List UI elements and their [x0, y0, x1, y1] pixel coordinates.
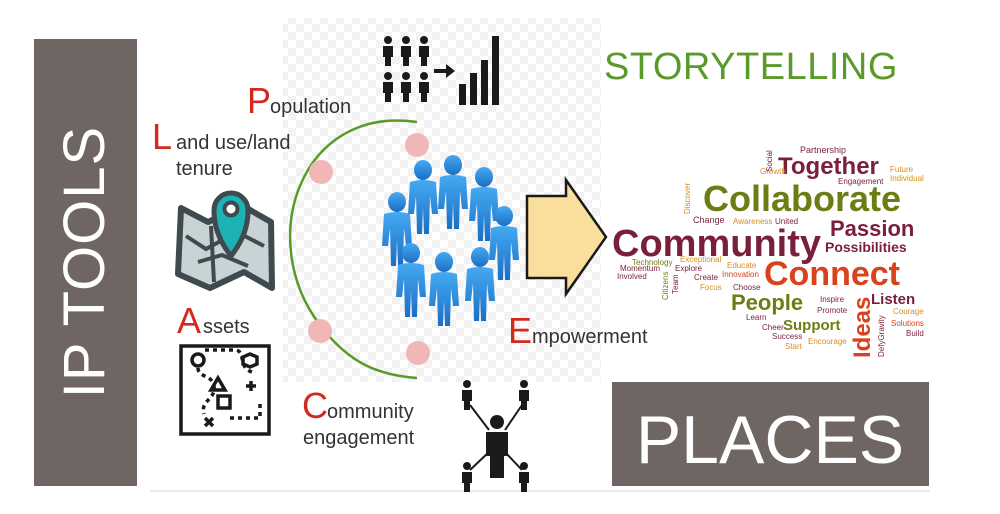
arc-node-land — [309, 160, 333, 184]
ip-tools-panel — [34, 39, 137, 486]
word-explore: Explore — [675, 264, 703, 273]
word-exceptional: Exceptional — [680, 255, 722, 264]
arc-node-assets — [308, 319, 332, 343]
assets-initial: A — [177, 300, 201, 341]
land-use-label-line1: and use/land — [176, 132, 291, 154]
word-involved: Involved — [617, 272, 647, 281]
plac-arc — [288, 119, 418, 380]
ip-tools-title: IP TOOLS — [52, 126, 117, 398]
word-partnership: Partnership — [800, 145, 846, 155]
word-citizens: Citizens — [661, 272, 670, 300]
word-ideas: Ideas — [849, 297, 876, 358]
word-connect: Connect — [764, 255, 900, 293]
word-awareness: Awareness — [733, 217, 772, 226]
word-future: Future — [890, 165, 914, 174]
word-engagement: Engagement — [838, 177, 884, 186]
block-arrow-right-icon — [525, 176, 608, 298]
word-start: Start — [785, 342, 803, 351]
word-choose: Choose — [733, 283, 761, 292]
arc-node-population — [405, 133, 429, 157]
word-support: Support — [783, 317, 841, 334]
word-together: Together — [778, 153, 879, 180]
word-inspire: Inspire — [820, 295, 845, 304]
word-cloud: Community Collaborate Connect Together P… — [612, 145, 924, 358]
word-defygravity: DefyGravity — [877, 315, 886, 357]
word-team: Team — [671, 274, 680, 294]
empowerment-initial: E — [508, 310, 532, 351]
word-people: People — [731, 290, 803, 315]
land-use-label-line2: tenure — [176, 158, 233, 180]
word-individual: Individual — [890, 174, 924, 183]
places-title: PLACES — [636, 402, 904, 478]
arc-node-community — [406, 341, 430, 365]
word-learn: Learn — [746, 313, 766, 322]
empowerment-label: mpowerment — [532, 326, 648, 348]
word-social: Social — [765, 150, 774, 172]
word-innovation: Innovation — [722, 270, 759, 279]
population-label: opulation — [270, 96, 351, 118]
population-initial: P — [247, 80, 271, 121]
community-label-line1: ommunity — [327, 401, 414, 423]
assets-label: ssets — [203, 316, 250, 338]
treasure-map-icon — [179, 344, 271, 436]
word-collaborate: Collaborate — [703, 178, 901, 219]
word-united: United — [775, 217, 798, 226]
land-use-initial: L — [152, 116, 172, 157]
word-community: Community — [612, 223, 821, 265]
word-encourage: Encourage — [808, 337, 847, 346]
map-location-pin-icon — [175, 190, 275, 291]
word-growth: Growth — [760, 167, 786, 176]
word-success: Success — [772, 332, 802, 341]
storytelling-title: STORYTELLING — [604, 46, 898, 88]
word-change: Change — [693, 215, 725, 225]
population-icon — [383, 36, 499, 105]
word-solutions: Solutions — [891, 319, 924, 328]
word-create: Create — [694, 273, 719, 282]
word-build: Build — [906, 329, 924, 338]
word-listen: Listen — [871, 291, 915, 308]
word-focus: Focus — [700, 283, 722, 292]
word-educate: Educate — [727, 261, 757, 270]
people-network-icon — [462, 380, 529, 492]
word-passion: Passion — [830, 216, 914, 241]
community-label-line2: engagement — [303, 427, 415, 449]
community-initial: C — [302, 385, 328, 426]
word-cheer: Cheer — [762, 323, 784, 332]
places-panel — [612, 382, 929, 486]
word-possibilities: Possibilities — [825, 239, 907, 255]
word-courage: Courage — [893, 307, 924, 316]
word-promote: Promote — [817, 306, 848, 315]
word-momentum: Momentum — [620, 264, 660, 273]
word-discover: Discover — [683, 183, 692, 214]
word-technology: Technology — [632, 258, 672, 267]
